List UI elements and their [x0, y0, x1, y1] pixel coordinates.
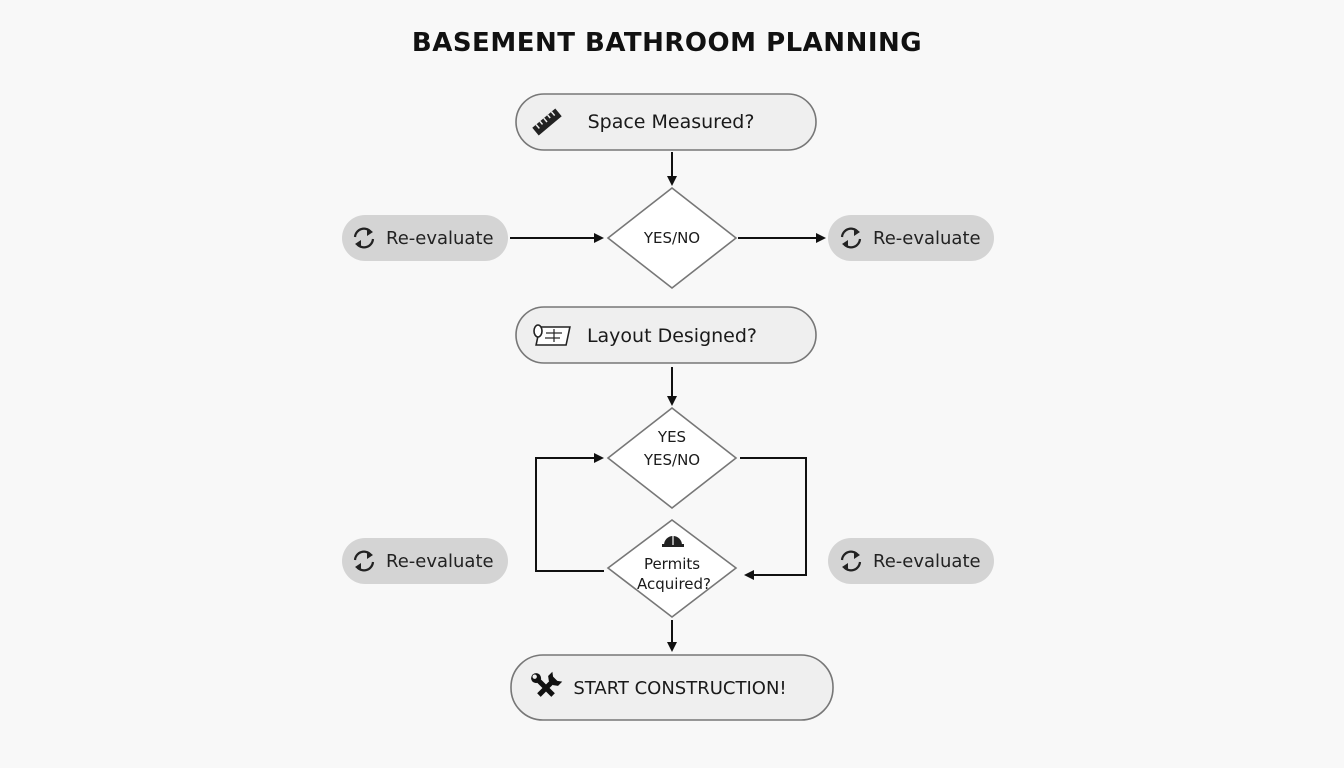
right-loop-to-permits [740, 457, 807, 580]
layout-designed-label: Layout Designed? [587, 325, 757, 347]
reevaluate-top-right: Re-evaluate [828, 215, 994, 261]
space-measured-label: Space Measured? [588, 111, 755, 133]
refresh-icon [353, 550, 375, 572]
decision-2: YES YES/NO [606, 406, 738, 510]
reevaluate-label: Re-evaluate [386, 228, 494, 249]
decision-2-label-line2: YES/NO [643, 451, 700, 469]
start-construction-node: START CONSTRUCTION! [510, 654, 834, 721]
blueprint-icon [533, 324, 571, 346]
start-construction-label: START CONSTRUCTION! [573, 678, 786, 699]
decision-1-label: YES/NO [643, 229, 700, 247]
reevaluate-label: Re-evaluate [386, 551, 494, 572]
refresh-icon [840, 550, 862, 572]
decision-2-label-line1: YES [657, 428, 686, 446]
reevaluate-label: Re-evaluate [873, 228, 981, 249]
reevaluate-top-left: Re-evaluate [342, 215, 508, 261]
permits-label-line1: Permits [644, 555, 700, 573]
permits-label-line2: Acquired? [637, 575, 711, 593]
reevaluate-bottom-right: Re-evaluate [828, 538, 994, 584]
space-measured-node: Space Measured? [515, 93, 817, 151]
ruler-icon [532, 108, 562, 136]
hard-hat-icon [662, 536, 684, 547]
reevaluate-bottom-left: Re-evaluate [342, 538, 508, 584]
refresh-icon [353, 227, 375, 249]
permits-decision: Permits Acquired? [606, 519, 738, 619]
reevaluate-label: Re-evaluate [873, 551, 981, 572]
left-loop-to-decision-2 [535, 453, 604, 572]
tools-icon [531, 671, 563, 697]
diagram-title: BASEMENT BATHROOM PLANNING [412, 28, 922, 58]
layout-designed-node: Layout Designed? [515, 306, 817, 364]
refresh-icon [840, 227, 862, 249]
decision-1: YES/NO [606, 186, 738, 290]
